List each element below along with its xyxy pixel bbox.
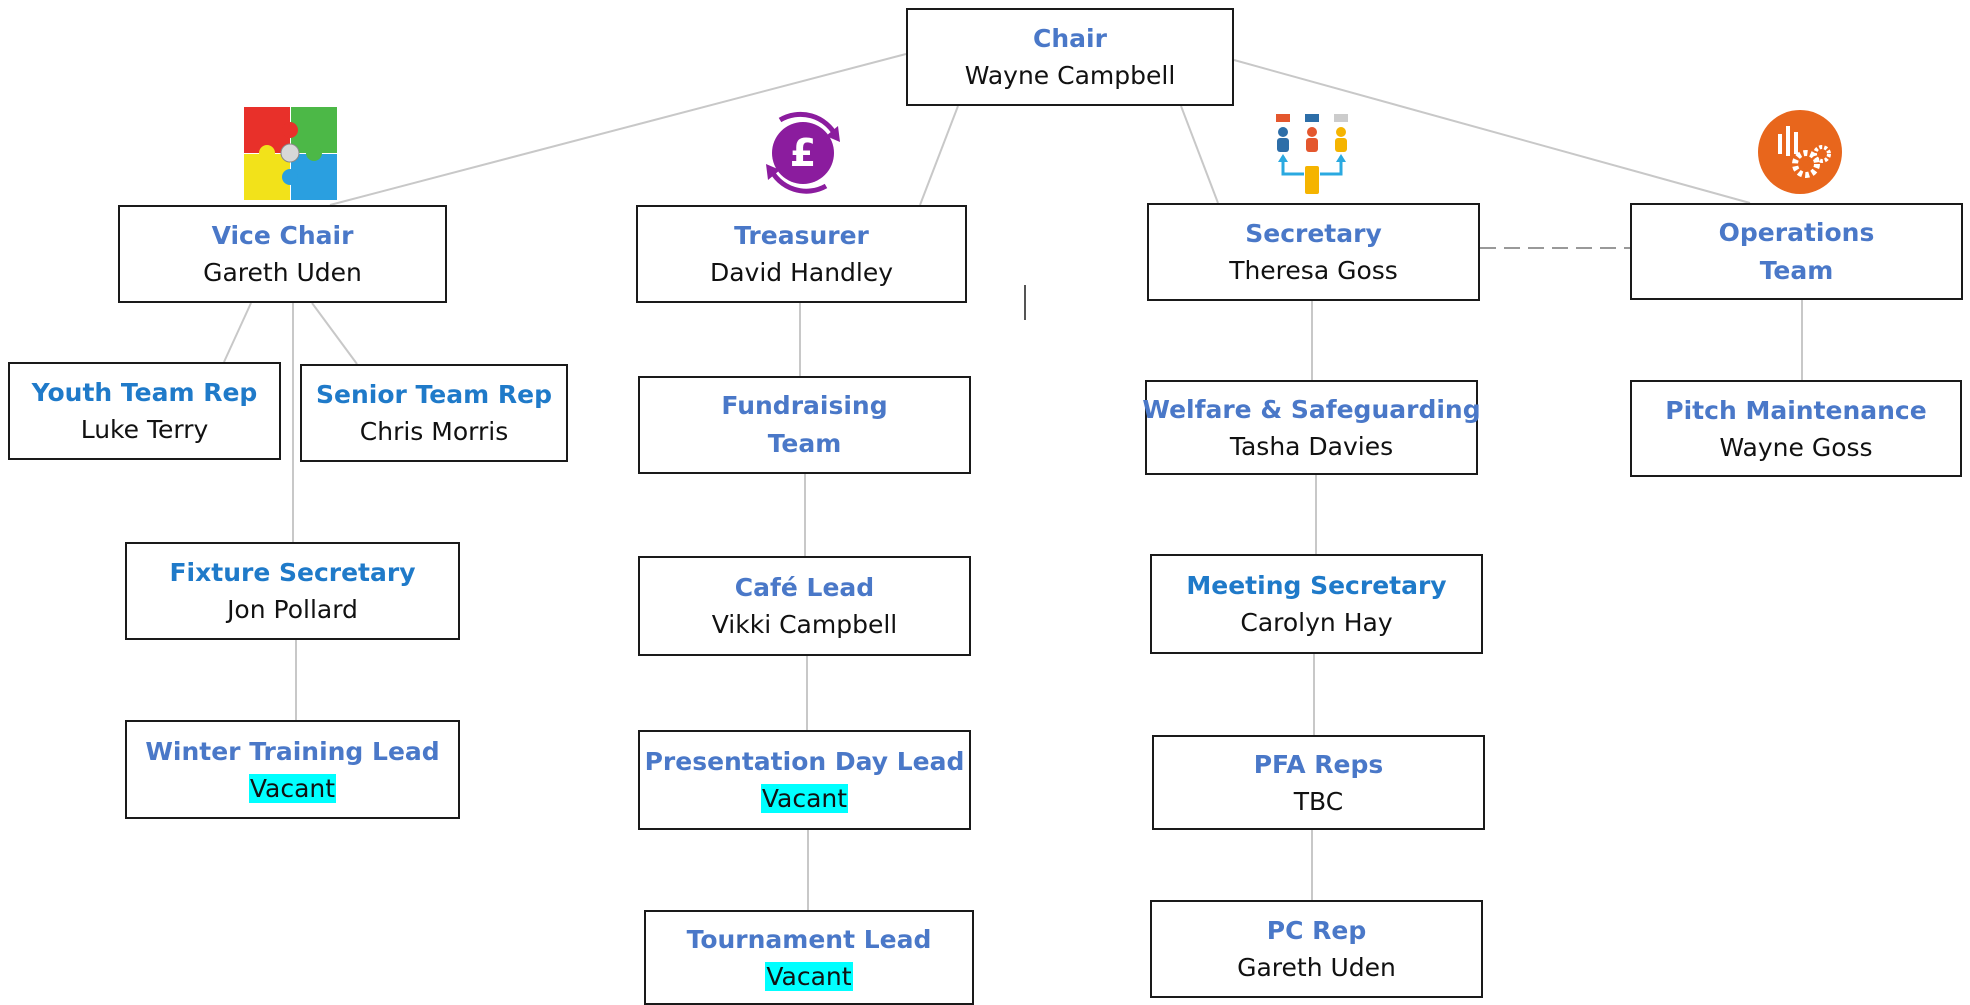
role-holder-vacant: Vacant	[760, 784, 849, 813]
role-holder: Vikki Campbell	[711, 610, 898, 639]
connector-chair-vicechair	[329, 53, 907, 206]
role-title: Tournament Lead	[686, 924, 932, 954]
box-chair: Chair Wayne Campbell	[906, 8, 1234, 106]
role-holder: Gareth Uden	[1237, 953, 1396, 982]
role-title: Presentation Day Lead	[644, 747, 965, 776]
gears-icon	[1756, 108, 1844, 196]
box-youth-team-rep: Youth Team Rep Luke Terry	[8, 362, 281, 460]
role-title: PFA Reps	[1253, 749, 1384, 779]
box-presentation-day-lead: Presentation Day Lead Vacant	[638, 730, 971, 830]
role-title: PC Rep	[1266, 916, 1367, 945]
pound-icon: £	[758, 106, 848, 199]
role-holder: Wayne Goss	[1719, 432, 1873, 462]
role-title: Chair	[1033, 24, 1107, 53]
puzzle-icon	[244, 107, 337, 200]
role-title: Café Lead	[734, 573, 875, 602]
role-title: Pitch Maintenance	[1665, 395, 1927, 425]
connector-chair-operations	[1233, 59, 1751, 204]
role-holder: Carolyn Hay	[1240, 608, 1393, 637]
role-title: Treasurer	[734, 221, 869, 250]
role-holder: David Handley	[709, 258, 894, 287]
role-title: Winter Training Lead	[145, 736, 440, 766]
connector-chair-secretary	[1180, 105, 1219, 204]
connector-vicechair-youth	[223, 302, 252, 363]
box-secretary: Secretary Theresa Goss	[1147, 203, 1480, 301]
role-title: Vice Chair	[211, 221, 354, 250]
box-meeting-secretary: Meeting Secretary Carolyn Hay	[1150, 554, 1483, 654]
box-fundraising-team: Fundraising Team	[638, 376, 971, 474]
role-title: Meeting Secretary	[1186, 571, 1447, 600]
role-holder: Tasha Davies	[1229, 431, 1394, 461]
svg-text:£: £	[790, 131, 816, 175]
box-cafe-lead: Café Lead Vikki Campbell	[638, 556, 971, 656]
role-title: Youth Team Rep	[31, 378, 258, 407]
role-title-line2: Team	[1759, 255, 1834, 285]
box-operations-team: Operations Team	[1630, 203, 1963, 300]
role-holder-vacant: Vacant	[765, 961, 853, 991]
box-pc-rep: PC Rep Gareth Uden	[1150, 900, 1483, 998]
role-holder: Luke Terry	[80, 415, 209, 444]
role-title: Secretary	[1245, 219, 1382, 248]
role-holder: Wayne Campbell	[964, 61, 1176, 90]
role-holder: Jon Pollard	[227, 595, 358, 624]
role-title: Welfare & Safeguarding	[1142, 394, 1481, 424]
box-pfa-reps: PFA Reps TBC	[1152, 735, 1485, 830]
role-holder-vacant: Vacant	[248, 773, 337, 803]
role-title-line1: Fundraising	[721, 391, 888, 420]
people-hierarchy-icon	[1262, 110, 1362, 202]
role-title-line1: Operations	[1718, 217, 1875, 247]
connector-chair-treasurer	[919, 105, 959, 206]
role-title-line2: Team	[767, 429, 842, 458]
role-holder: Theresa Goss	[1229, 256, 1398, 285]
role-title: Fixture Secretary	[169, 558, 416, 587]
box-welfare-safeguarding: Welfare & Safeguarding Tasha Davies	[1142, 380, 1481, 475]
box-winter-training-lead: Winter Training Lead Vacant	[125, 720, 460, 819]
box-tournament-lead: Tournament Lead Vacant	[644, 910, 974, 1005]
role-title: Senior Team Rep	[316, 380, 552, 409]
role-holder: Gareth Uden	[203, 258, 362, 287]
box-vice-chair: Vice Chair Gareth Uden	[118, 205, 447, 303]
box-senior-team-rep: Senior Team Rep Chris Morris	[300, 364, 568, 462]
role-holder: TBC	[1293, 786, 1344, 816]
box-treasurer: Treasurer David Handley	[636, 205, 967, 303]
role-holder: Chris Morris	[359, 417, 509, 446]
box-pitch-maintenance: Pitch Maintenance Wayne Goss	[1630, 380, 1962, 477]
connector-vicechair-senior	[311, 302, 358, 365]
box-fixture-secretary: Fixture Secretary Jon Pollard	[125, 542, 460, 640]
